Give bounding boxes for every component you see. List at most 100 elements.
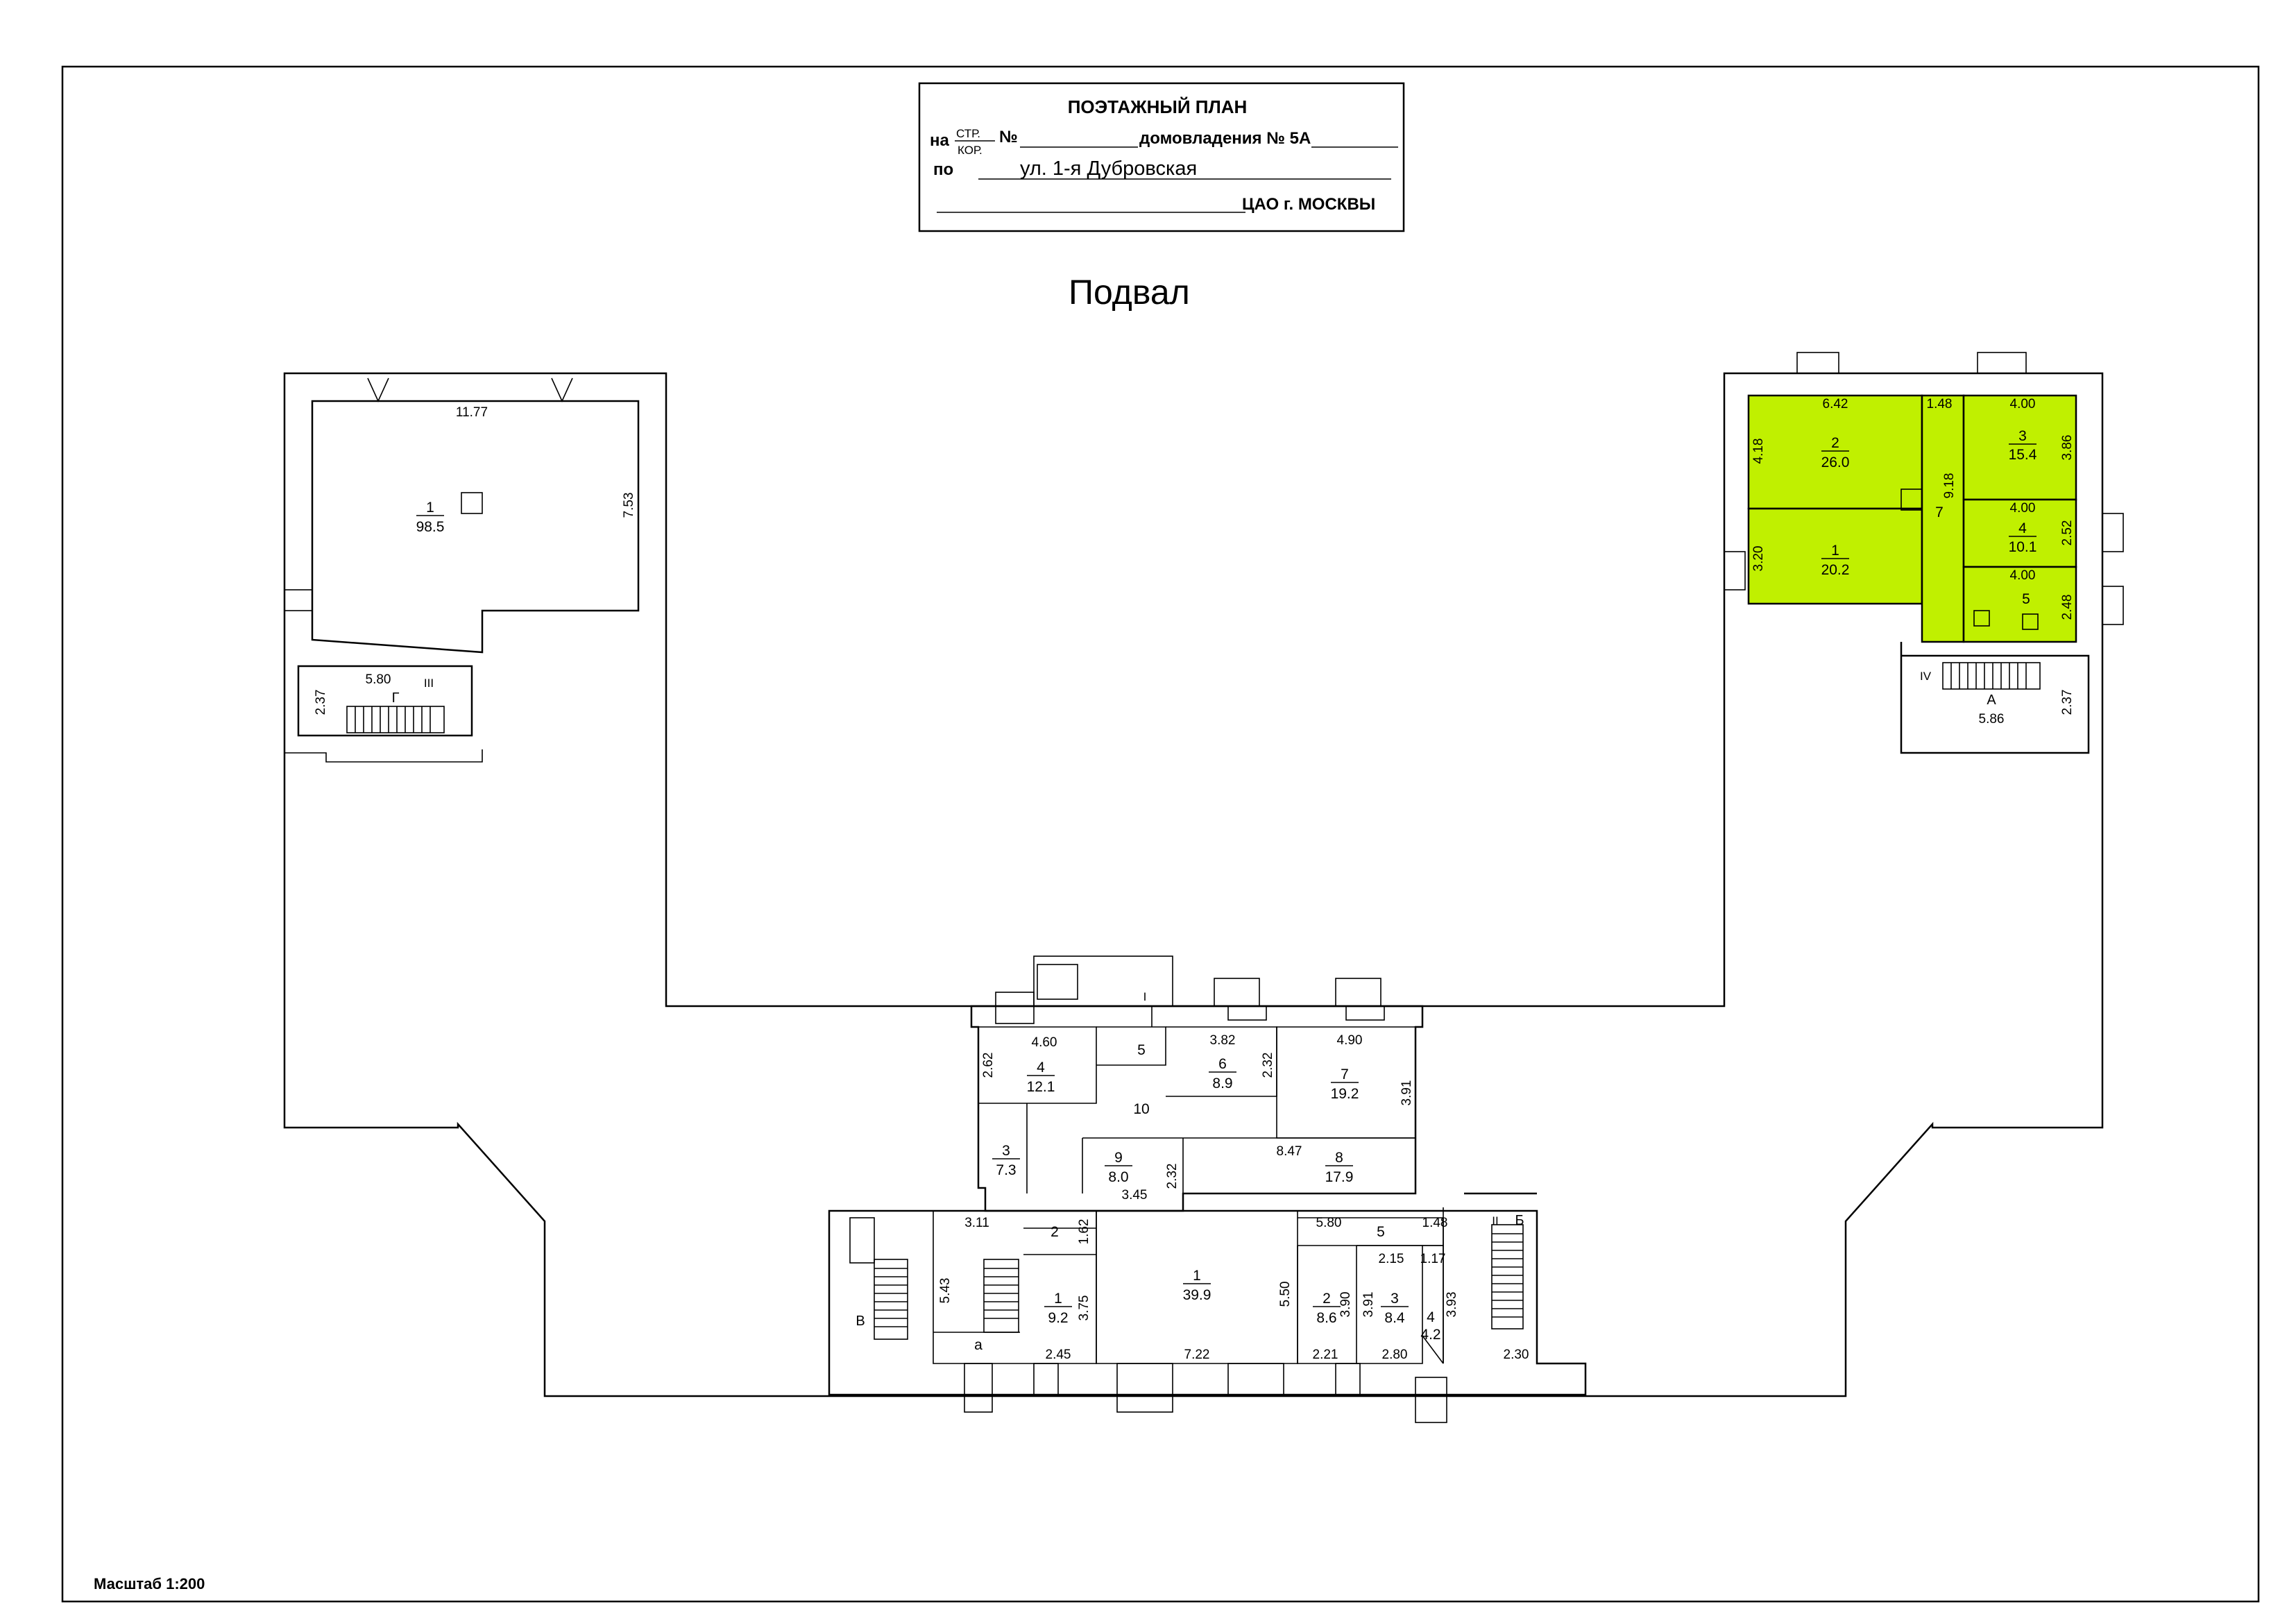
scale-label: Масштаб 1:200: [94, 1575, 205, 1592]
c-room8-area: 17.9: [1325, 1169, 1354, 1185]
r-room3-num: 3: [2018, 428, 2027, 444]
title-main: ПОЭТАЖНЫЙ ПЛАН: [1068, 96, 1248, 117]
r-dim-418: 4.18: [1751, 439, 1766, 464]
c-dim-391: 3.91: [1400, 1080, 1414, 1106]
r-dim-386: 3.86: [2060, 435, 2075, 461]
c-room5-num: 5: [1137, 1042, 1146, 1058]
r-dim-148: 1.48: [1927, 397, 1953, 411]
room-r3: [1962, 394, 2077, 501]
r-dim-586: 5.86: [1979, 712, 2005, 726]
r-room2-num: 2: [1831, 435, 1839, 451]
title-po: по: [933, 160, 953, 179]
c-low-room2b-num: 2: [1323, 1291, 1331, 1307]
r-room2-area: 26.0: [1821, 454, 1850, 470]
c-low-room5-num: 5: [1377, 1224, 1385, 1240]
c-low-room1a-num: 1: [1054, 1291, 1062, 1307]
center-block: I 4 12.1 5 6 8.9 7 19.2 10 3 7.3 9 8.0 8…: [828, 955, 1587, 1423]
c-dim-847: 8.47: [1277, 1144, 1302, 1159]
c-low-room1b-area: 39.9: [1183, 1287, 1211, 1303]
c-low-room4-num: 4: [1427, 1309, 1435, 1325]
left-dim-right: 7.53: [622, 493, 636, 518]
c-low-room4-area: 4.2: [1420, 1327, 1440, 1343]
title-na: на: [930, 131, 949, 150]
c-room4-area: 12.1: [1027, 1079, 1055, 1095]
c-dim-245: 2.45: [1046, 1348, 1071, 1362]
c-room3-num: 3: [1002, 1143, 1010, 1159]
c-dim-148: 1.48: [1422, 1216, 1448, 1230]
title-kor: КОР.: [958, 144, 983, 157]
c-dim-215: 2.15: [1379, 1252, 1404, 1266]
r-room1-area: 20.2: [1821, 562, 1850, 578]
left-room-area: 98.5: [416, 519, 445, 535]
r-room5-num: 5: [2022, 591, 2030, 607]
title-num-sign: №: [999, 128, 1018, 146]
c-dim-580: 5.80: [1316, 1216, 1342, 1230]
c-dim-382: 3.82: [1210, 1033, 1236, 1048]
c-dim-390: 3.90: [1338, 1292, 1353, 1318]
c-dim-262: 2.62: [981, 1053, 996, 1078]
r-room4-area: 10.1: [2009, 539, 2037, 555]
title-str: СТР.: [956, 127, 980, 140]
left-stair-dim-top: 5.80: [366, 672, 391, 687]
building-outline: [283, 372, 2104, 1397]
r-dim-400c: 4.00: [2010, 568, 2036, 583]
title-domovladeniya: домовладения № 5А: [1139, 129, 1311, 148]
title-street: ул. 1-я Дубровская: [1020, 158, 1197, 180]
c-dim-550: 5.50: [1278, 1282, 1293, 1307]
c-dim-230: 2.30: [1504, 1348, 1529, 1362]
c-room7-num: 7: [1341, 1067, 1349, 1082]
title-district: ЦАО г. МОСКВЫ: [1242, 195, 1375, 214]
c-low-room3-area: 8.4: [1384, 1310, 1405, 1326]
c-low-room2-num: 2: [1051, 1224, 1059, 1240]
r-room4-num: 4: [2018, 520, 2027, 536]
c-room9-num: 9: [1114, 1150, 1123, 1166]
c-low-room3-num: 3: [1391, 1291, 1399, 1307]
r-dim-642: 6.42: [1823, 397, 1848, 411]
left-wing: 1 98.5 11.77 7.53 5.80 2.37 Г III: [284, 377, 640, 763]
c-dim-221: 2.21: [1313, 1348, 1338, 1362]
r-dim-320: 3.20: [1751, 546, 1766, 572]
r-dim-248: 2.48: [2060, 595, 2075, 620]
sheet-frame: [61, 65, 2260, 1603]
c-dim-460: 4.60: [1032, 1035, 1057, 1050]
c-dim-722: 7.22: [1184, 1348, 1210, 1362]
c-room10-num: 10: [1133, 1101, 1149, 1117]
title-block: ПОЭТАЖНЫЙ ПЛАН на СТР. КОР. № домовладен…: [918, 82, 1405, 232]
c-low-room-a-num: а: [974, 1337, 983, 1353]
c-stair-left-letter: В: [856, 1314, 865, 1329]
c-stair-right-roman: II: [1492, 1214, 1498, 1227]
c-low-room2b-area: 8.6: [1316, 1310, 1336, 1326]
c-stair-right-letter: Б: [1515, 1213, 1524, 1228]
c-room8-num: 8: [1335, 1150, 1343, 1166]
c-dim-311: 3.11: [964, 1216, 989, 1230]
left-stair-roman: III: [424, 677, 434, 690]
c-room9-area: 8.0: [1108, 1169, 1128, 1185]
c-dim-345: 3.45: [1122, 1188, 1148, 1203]
c-dim-232b: 2.32: [1165, 1164, 1180, 1189]
r-stair-letter: А: [1987, 692, 1996, 708]
c-low-room1b-num: 1: [1193, 1268, 1201, 1284]
room-r1: [1747, 507, 1923, 605]
c-roman-top: I: [1143, 990, 1147, 1003]
r-dim-237: 2.37: [2060, 690, 2075, 715]
room-r2: [1747, 394, 1923, 510]
c-dim-117: 1.17: [1420, 1252, 1446, 1266]
left-room-num: 1: [426, 500, 434, 516]
left-dim-top: 11.77: [456, 405, 488, 420]
c-dim-543: 5.43: [938, 1278, 953, 1304]
c-dim-393: 3.93: [1445, 1292, 1459, 1318]
c-room4-num: 4: [1037, 1060, 1045, 1076]
c-dim-280: 2.80: [1382, 1348, 1408, 1362]
c-low-room1a-area: 9.2: [1048, 1310, 1068, 1326]
c-room3-area: 7.3: [996, 1162, 1016, 1178]
floor-name: Подвал: [1069, 273, 1190, 312]
r-dim-918: 9.18: [1942, 473, 1957, 499]
r-room1-num: 1: [1831, 543, 1839, 559]
room-r7: [1921, 394, 1965, 643]
r-dim-252: 2.52: [2060, 520, 2075, 546]
room-r5: [1962, 566, 2077, 643]
r-room7-num: 7: [1935, 504, 1944, 520]
c-dim-162: 1.62: [1077, 1219, 1091, 1245]
r-room3-area: 15.4: [2009, 447, 2037, 463]
